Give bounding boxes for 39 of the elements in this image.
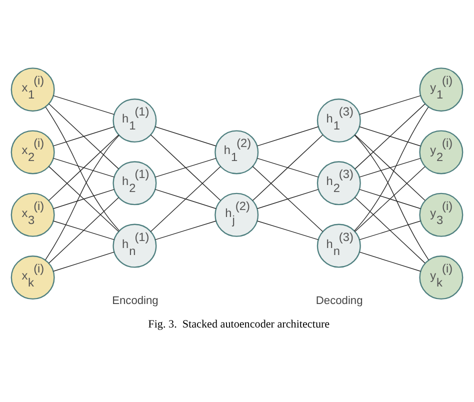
connector	[256, 189, 319, 209]
connector	[256, 126, 319, 146]
connector	[354, 134, 429, 260]
connector	[256, 158, 319, 178]
connector	[354, 197, 426, 264]
connector	[359, 252, 421, 272]
connector	[53, 158, 114, 178]
connector	[256, 220, 319, 240]
connector	[154, 158, 216, 178]
connector	[53, 95, 114, 115]
connector	[359, 95, 421, 115]
connector	[53, 189, 114, 209]
connector	[48, 166, 119, 232]
connector	[154, 126, 216, 146]
connector	[53, 220, 114, 240]
connector	[48, 197, 119, 264]
label: Encoding	[112, 295, 158, 308]
connector	[53, 126, 114, 146]
connector	[53, 252, 114, 272]
connector	[150, 166, 221, 232]
label: Decoding	[316, 295, 363, 308]
connector	[45, 106, 120, 231]
connector	[359, 126, 421, 146]
connector	[252, 134, 324, 201]
connector	[354, 134, 426, 201]
connector	[150, 134, 221, 201]
connector	[154, 189, 216, 209]
connector	[252, 166, 324, 232]
caption: Fig. 3. Stacked autoencoder architecture	[148, 318, 330, 331]
connector	[359, 220, 421, 240]
connector	[359, 189, 421, 209]
connector	[354, 106, 429, 232]
connector	[154, 220, 216, 240]
connector	[45, 134, 120, 260]
connector	[354, 104, 426, 170]
connector	[359, 158, 421, 178]
connector	[48, 103, 119, 170]
connector	[354, 166, 426, 232]
connector	[48, 134, 119, 201]
